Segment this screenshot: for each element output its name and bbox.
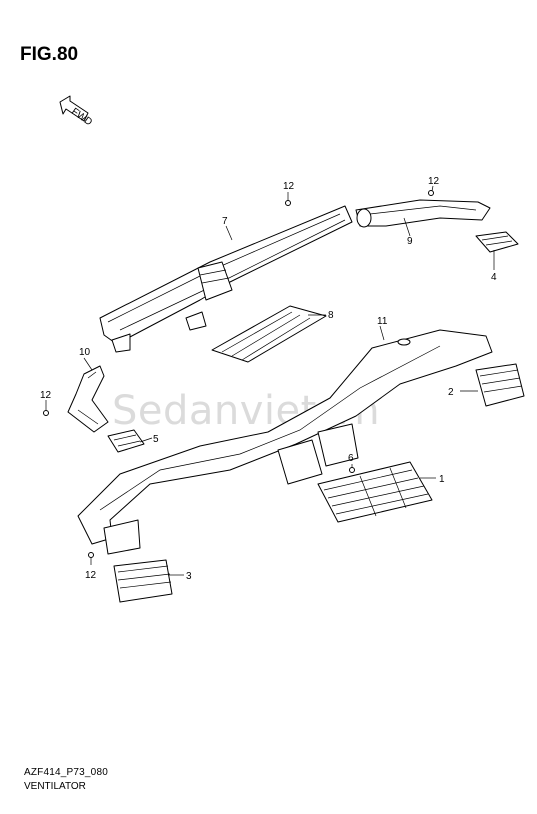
part-5-vent (107, 429, 145, 453)
callout-11: 11 (377, 316, 388, 327)
part-4-vent (475, 231, 519, 253)
diagram-code: AZF414_P73_080 (24, 767, 108, 778)
part-7-defroster-duct (99, 205, 353, 353)
part-2-vent (475, 363, 525, 407)
part-11-main-duct (77, 329, 493, 555)
callout-8: 8 (328, 310, 334, 321)
callout-12: 12 (283, 181, 295, 192)
callout-10: 10 (79, 347, 91, 358)
callout-12: 12 (428, 176, 440, 187)
leader-lines (45, 185, 495, 576)
callout-4: 4 (491, 272, 497, 283)
callout-6: 6 (348, 453, 354, 464)
callout-9: 9 (407, 236, 413, 247)
part-9-side-duct-rh (355, 199, 491, 228)
callout-12: 12 (40, 390, 52, 401)
fwd-arrow-icon: FWD (59, 95, 94, 128)
callout-5: 5 (153, 434, 159, 445)
part-10-side-duct-lh (67, 365, 109, 433)
callout-2: 2 (448, 387, 454, 398)
callout-3: 3 (186, 571, 192, 582)
callout-12: 12 (85, 570, 97, 581)
callout-1: 1 (439, 474, 445, 485)
part-1-center-vent (317, 461, 433, 523)
diagram-name: VENTILATOR (24, 781, 86, 792)
fwd-label: FWD (69, 106, 94, 128)
part-8-defroster-nozzle (211, 305, 327, 363)
callout-7: 7 (222, 216, 228, 227)
screw-icons (43, 190, 434, 558)
figure-title: FIG.80 (20, 44, 79, 65)
part-3-vent (113, 559, 173, 603)
